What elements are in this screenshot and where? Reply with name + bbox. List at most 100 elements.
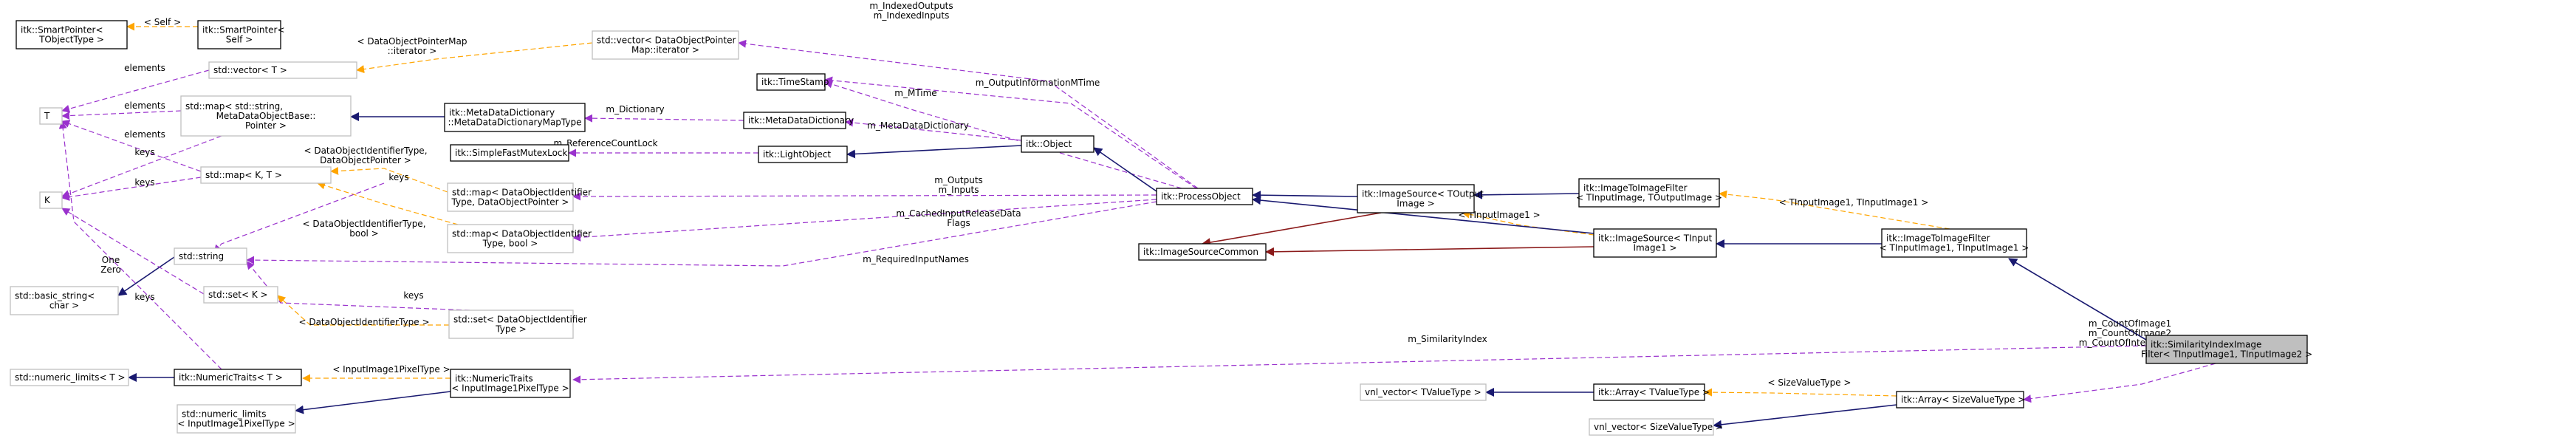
edge-label-line: < InputImage1PixelType > xyxy=(332,364,450,375)
class-node[interactable]: std::numeric_limits< T > xyxy=(10,369,129,386)
class-node-label-line: < InputImage1PixelType > xyxy=(177,419,295,429)
class-node-label: itk::Array< SizeValueType > xyxy=(1901,394,2025,405)
class-node-label: T xyxy=(44,111,50,121)
edge-label: m_OutputInformationMTime xyxy=(976,78,1100,88)
class-node[interactable]: itk::ImageSourceCommon xyxy=(1138,243,1267,261)
class-node-label-line: itk::Array< SizeValueType > xyxy=(1901,394,2025,405)
class-node[interactable]: itk::MetaDataDictionary::MetaDataDiction… xyxy=(444,103,586,132)
edge-use xyxy=(58,120,222,370)
edge-use xyxy=(824,76,1197,189)
edge-label: keys xyxy=(134,177,154,188)
edge-label: keys xyxy=(388,172,408,182)
class-node-box xyxy=(1896,391,2024,408)
class-node-box xyxy=(758,146,848,163)
class-node-box xyxy=(1360,383,1487,401)
class-node[interactable]: itk::NumericTraits< InputImage1PixelType… xyxy=(450,369,571,398)
class-node[interactable]: itk::SmartPointer<Self > xyxy=(197,20,285,49)
edge-label-line: keys xyxy=(134,177,154,188)
class-node-label-line: Image > xyxy=(1397,199,1434,209)
edge-label-line: elements xyxy=(124,63,165,73)
edge-tpl xyxy=(1704,388,1897,397)
edge-label-line: m_OutputInformationMTime xyxy=(976,78,1100,88)
class-node-label-line: std::numeric_limits xyxy=(182,409,266,420)
class-node-box xyxy=(450,369,571,398)
edge-label-line: keys xyxy=(134,147,154,157)
class-node[interactable]: itk::MetaDataDictionary xyxy=(743,112,854,129)
class-node-label: std::map< std::string,MetaDataObjectBase… xyxy=(185,101,315,131)
class-node-label: std::basic_string<char > xyxy=(15,291,95,311)
class-node-label-line: itk::NumericTraits< T > xyxy=(179,372,283,383)
edge-inh xyxy=(1093,147,1157,192)
class-node-label: itk::NumericTraits< T > xyxy=(179,372,283,383)
class-node-box xyxy=(1138,243,1267,261)
class-node-box xyxy=(592,30,739,60)
edge-label: < DataObjectPointerMap::iterator > xyxy=(357,36,467,56)
edge-use xyxy=(246,201,1157,267)
edge-use xyxy=(61,69,210,113)
edge-label: m_MTime xyxy=(894,88,936,98)
class-node[interactable]: std::vector< T > xyxy=(208,61,357,79)
class-node[interactable]: itk::Array< TValueType > xyxy=(1593,383,1710,401)
edge-label: keys xyxy=(134,147,154,157)
edge-label-line: keys xyxy=(134,292,154,302)
class-node-box xyxy=(180,95,352,137)
class-node-label: itk::Array< TValueType > xyxy=(1598,387,1710,397)
edge-label: < DataObjectIdentifierType,DataObjectPoi… xyxy=(304,146,427,165)
class-node[interactable]: itk::LightObject xyxy=(758,146,848,163)
class-node-label-line: itk::SmartPointer< xyxy=(21,25,103,35)
class-node-box xyxy=(197,20,281,49)
class-node[interactable]: itk::ProcessObject xyxy=(1156,188,1253,205)
class-node[interactable]: itk::Array< SizeValueType > xyxy=(1896,391,2025,408)
class-node[interactable]: K xyxy=(39,191,63,209)
class-node-label-line: Self > xyxy=(226,35,253,45)
class-node[interactable]: itk::NumericTraits< T > xyxy=(174,369,302,386)
class-node[interactable]: std::string xyxy=(174,247,247,265)
class-node[interactable]: vnl_vector< SizeValueType > xyxy=(1589,418,1723,436)
class-node[interactable]: itk::SimpleFastMutexLock xyxy=(450,144,569,162)
class-node[interactable]: itk::SmartPointer<TObjectType > xyxy=(16,20,128,49)
class-node-label-line: < TInputImage1, TInputImage1 > xyxy=(1880,243,2029,253)
class-node[interactable]: itk::Object xyxy=(1021,135,1095,153)
edge-tpl xyxy=(1719,190,1950,230)
class-node[interactable]: std::basic_string<char > xyxy=(10,286,119,315)
edge-label-line: DataObjectPointer > xyxy=(320,155,411,165)
class-node-label: itk::SmartPointer<Self > xyxy=(202,25,285,45)
class-node[interactable]: std::set< K > xyxy=(203,286,278,304)
edge-label-line: < TInputImage1 > xyxy=(1458,210,1540,220)
class-node-label-line: Type > xyxy=(495,324,526,335)
class-node[interactable]: std::map< K, T > xyxy=(200,166,332,184)
edge-label: elements xyxy=(124,63,165,73)
class-node-box xyxy=(1578,178,1720,208)
edge-label-line: One xyxy=(102,255,120,265)
edge-label: < SizeValueType > xyxy=(1768,377,1852,388)
class-node[interactable]: T xyxy=(39,107,63,125)
edge-label: elements xyxy=(124,100,165,111)
class-node[interactable]: vnl_vector< TValueType > xyxy=(1360,383,1487,401)
class-node[interactable]: std::numeric_limits< InputImage1PixelTyp… xyxy=(177,404,296,434)
edge-label-line: m_ReferenceCountLock xyxy=(553,138,657,148)
class-node-box xyxy=(450,144,569,162)
edge-inh xyxy=(1713,404,1897,429)
class-node[interactable]: itk::TimeStamp xyxy=(756,73,829,91)
class-node[interactable]: itk::ImageToImageFilter< TInputImage, TO… xyxy=(1576,178,1722,208)
edge-use xyxy=(61,177,202,201)
edge-label: m_ReferenceCountLock xyxy=(553,138,657,148)
edge-label-line: bool > xyxy=(349,228,379,239)
class-node[interactable]: itk::ImageToImageFilter< TInputImage1, T… xyxy=(1880,228,2029,258)
class-node-box xyxy=(447,182,574,212)
class-node[interactable]: std::map< std::string,MetaDataObjectBase… xyxy=(180,95,352,137)
class-node-label: std::string xyxy=(179,251,224,261)
class-node-box xyxy=(10,369,129,386)
class-node-box xyxy=(1589,418,1714,436)
edge-label-line: < Self > xyxy=(144,17,181,27)
